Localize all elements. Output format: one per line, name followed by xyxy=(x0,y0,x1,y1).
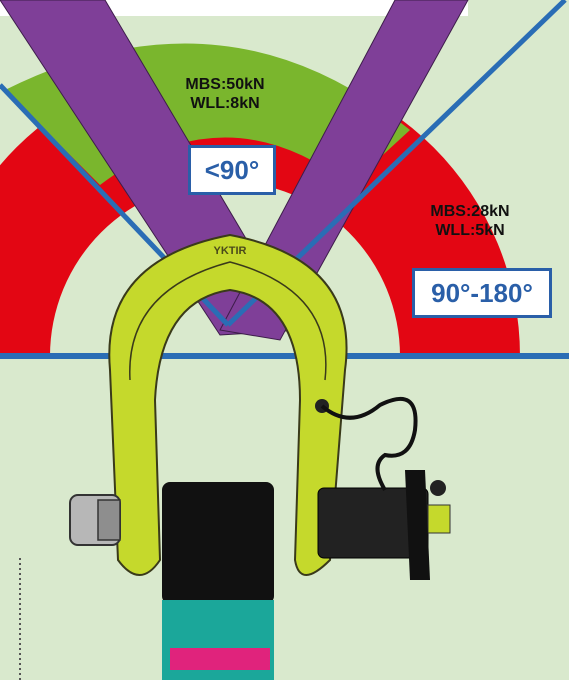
shackle-emboss-text: YKTIR xyxy=(214,245,247,257)
top-white-band xyxy=(0,0,468,16)
left-nut-icon xyxy=(69,494,121,546)
shackle-icon xyxy=(108,233,348,576)
red-zone-ratings: MBS:28kN WLL:5kN xyxy=(395,202,545,240)
green-zone-ratings: MBS:50kN WLL:8kN xyxy=(160,75,290,113)
red-wll-label: WLL:5kN xyxy=(435,222,505,240)
green-wll-label: WLL:8kN xyxy=(190,95,260,113)
green-angle-box: <90° xyxy=(188,145,276,195)
horizontal-line xyxy=(0,353,569,359)
load-block xyxy=(162,482,274,604)
bolt-pin-icon xyxy=(315,396,451,580)
red-angle-box: 90°-180° xyxy=(412,268,552,318)
magenta-marker xyxy=(170,648,270,670)
red-mbs-label: MBS:28kN xyxy=(430,203,510,220)
green-mbs-label: MBS:50kN xyxy=(185,76,265,93)
